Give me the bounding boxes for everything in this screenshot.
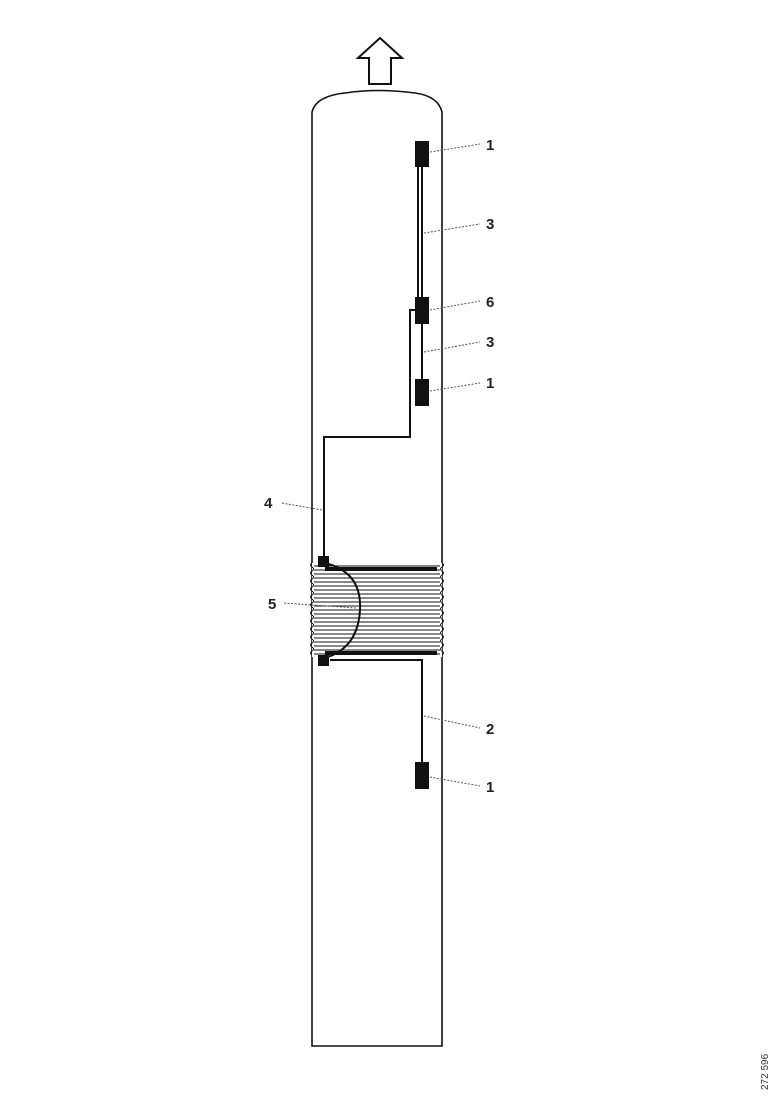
sensor-1-bottom — [415, 762, 429, 789]
callout-label-1-top: 1 — [486, 137, 494, 154]
callout-label-2: 2 — [486, 721, 494, 738]
callout-label-1-middle: 1 — [486, 375, 494, 392]
callout-label-6: 6 — [486, 294, 494, 311]
wiring — [323, 165, 423, 762]
callout-label-3-upper: 3 — [486, 216, 494, 233]
coupling-wire-arc — [324, 562, 362, 659]
figure-code: 272 596 — [760, 1053, 771, 1090]
callout-label-1-bottom: 1 — [486, 779, 494, 796]
leader-lines — [281, 143, 481, 787]
sensor-1-top — [415, 141, 429, 167]
callout-label-4: 4 — [264, 495, 273, 512]
callout-label-5: 5 — [268, 596, 276, 613]
lower-connector — [318, 655, 329, 666]
sensor-1-middle — [415, 379, 429, 406]
threaded-coupling — [310, 562, 444, 657]
sensor-6 — [415, 297, 429, 324]
up-arrow-icon — [355, 36, 405, 85]
callout-label-3-lower: 3 — [486, 334, 494, 351]
upper-connector — [318, 556, 329, 567]
